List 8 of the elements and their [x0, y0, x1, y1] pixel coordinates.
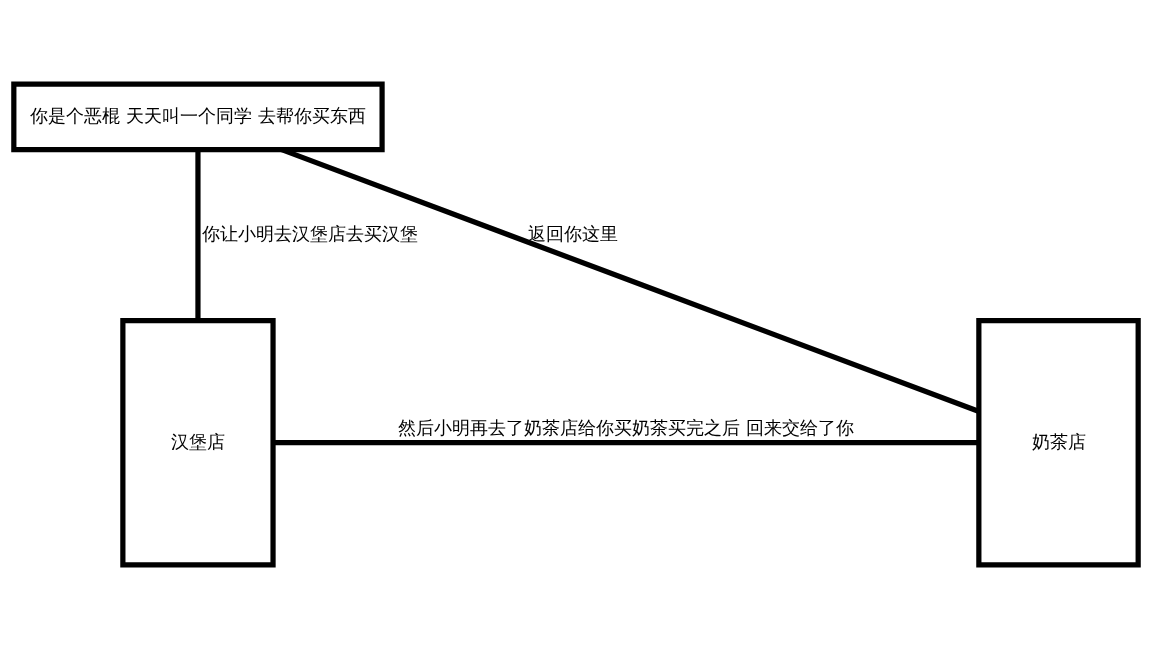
edge-label: 然后小明再去了奶茶店给你买奶茶买完之后 回来交给了你 [398, 416, 854, 438]
node-box: 你是个恶棍 天天叫一个同学 去帮你买东西 [11, 81, 385, 152]
connector [195, 149, 201, 320]
node-box: 奶茶店 [976, 317, 1141, 567]
node-box: 汉堡店 [120, 317, 276, 567]
edge-label: 你让小明去汉堡店去买汉堡 [202, 222, 419, 244]
connector [273, 439, 979, 445]
edge-label: 返回你这里 [527, 222, 618, 244]
